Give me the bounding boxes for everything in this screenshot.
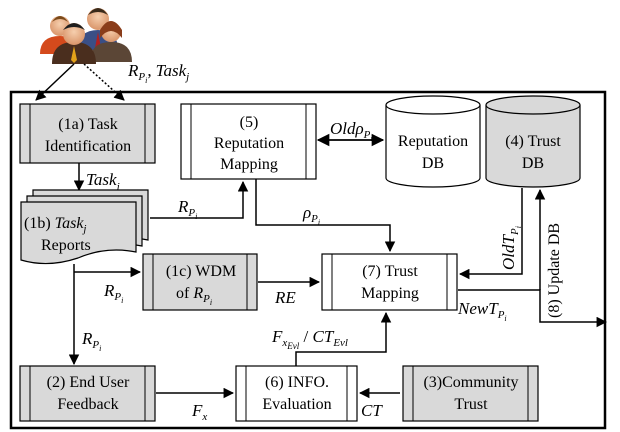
svg-text:Reports: Reports bbox=[41, 237, 91, 254]
wdm-module: (1c) WDM of RPi bbox=[142, 253, 258, 311]
edge-label-re: RE bbox=[274, 288, 296, 307]
svg-text:RPi,Taskj: RPi,Taskj bbox=[127, 61, 189, 85]
svg-text:Evaluation: Evaluation bbox=[262, 396, 331, 413]
info-evaluation-module: (6) INFO. Evaluation bbox=[235, 365, 358, 422]
svg-text:(7) Trust: (7) Trust bbox=[362, 263, 418, 280]
edge-reports-to-reputation bbox=[150, 180, 249, 219]
task-identification-line2: Identification bbox=[45, 138, 131, 155]
edge-info-to-trust bbox=[295, 311, 392, 366]
edge-reputation-to-trust bbox=[255, 179, 396, 253]
edge-users-to-identification bbox=[35, 63, 75, 101]
svg-text:(6) INFO.: (6) INFO. bbox=[265, 374, 329, 391]
svg-text:Mapping: Mapping bbox=[361, 285, 419, 302]
svg-text:Reputation: Reputation bbox=[214, 135, 284, 152]
edge-label-r-to-wdm: RPi bbox=[103, 281, 123, 305]
end-user-feedback-module: (2) End User Feedback bbox=[19, 365, 156, 422]
edge-label-new-t: NewTPi bbox=[457, 299, 507, 323]
trust-mapping-module: (7) Trust Mapping bbox=[321, 253, 458, 311]
edge-trust-output bbox=[458, 289, 608, 328]
svg-text:Feedback: Feedback bbox=[57, 396, 118, 413]
trust-db: (4) Trust DB bbox=[485, 95, 581, 188]
task-reports-module: (1b) Taskj Reports bbox=[20, 189, 149, 265]
svg-text:(1c) WDM: (1c) WDM bbox=[166, 263, 236, 280]
edge-label-rho: ρPi bbox=[302, 203, 320, 227]
users-input-label: RPi,Taskj bbox=[127, 61, 189, 85]
svg-text:DB: DB bbox=[522, 155, 544, 172]
community-trust-module: (3)Community Trust bbox=[402, 365, 539, 422]
edge-label-old-rho: OldρPi bbox=[330, 119, 373, 143]
users-group-icon bbox=[40, 8, 132, 64]
edge-label-ct: CT bbox=[361, 401, 383, 420]
edge-label-old-t: OldTPi bbox=[499, 226, 523, 270]
edge-label-fx: Fx bbox=[191, 401, 207, 423]
svg-text:Mapping: Mapping bbox=[220, 156, 278, 173]
edge-label-r-to-feedback: RPi bbox=[81, 329, 101, 353]
svg-text:(2) End User: (2) End User bbox=[47, 374, 130, 391]
task-identification-module: (1a) Task Identification bbox=[19, 103, 156, 164]
system-boundary bbox=[9, 90, 607, 430]
svg-text:Reputation: Reputation bbox=[398, 133, 468, 150]
svg-text:Trust: Trust bbox=[454, 396, 488, 413]
edge-trustdb-to-trust bbox=[458, 188, 523, 280]
edge-label-task-j: Taskj bbox=[86, 170, 120, 193]
svg-text:DB: DB bbox=[422, 155, 444, 172]
svg-text:of RPi: of RPi bbox=[176, 285, 212, 307]
svg-text:(4) Trust: (4) Trust bbox=[505, 133, 561, 150]
edge-label-update-db: (8) Update DB bbox=[546, 223, 563, 318]
edge-label-fx-ct: FxEvl / CTEvl bbox=[271, 327, 348, 351]
edge-users-to-identification-dotted bbox=[83, 63, 125, 101]
reputation-db: Reputation DB bbox=[385, 95, 481, 188]
svg-text:(3)Community: (3)Community bbox=[423, 374, 518, 391]
edge-label-r-to-rep: RPi bbox=[177, 197, 197, 221]
svg-text:(1b) Taskj: (1b) Taskj bbox=[24, 215, 86, 235]
task-identification-line1: (1a) Task bbox=[58, 116, 117, 133]
reputation-mapping-module: (5) Reputation Mapping bbox=[180, 103, 317, 180]
svg-text:(5): (5) bbox=[240, 114, 259, 131]
